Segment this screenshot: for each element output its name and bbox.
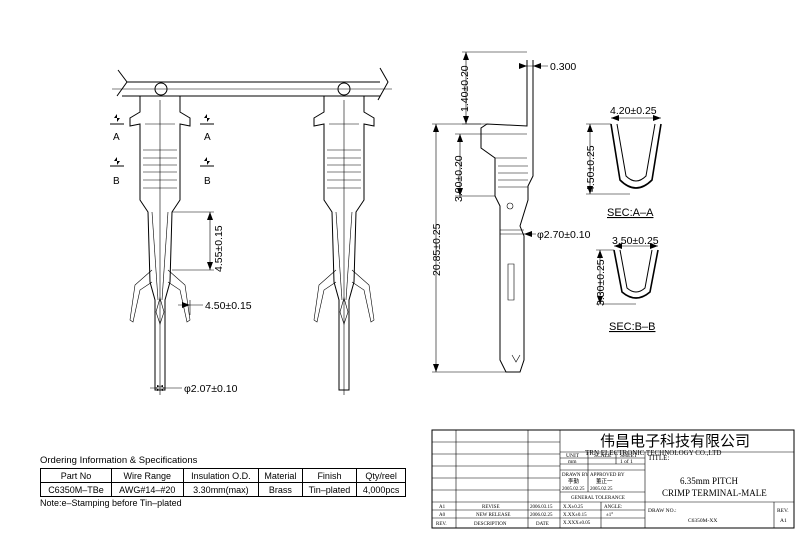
spec-header-insulation: Insulation O.D. [182, 468, 260, 483]
spec-header-row: Part No Wire Range Insulation O.D. Mater… [40, 468, 406, 483]
angle-label: ANGLE: [604, 505, 622, 510]
title-block: 伟昌电子科技有限公司 TRN ELECTRONIC TECHNOLOGY CO.… [431, 429, 795, 529]
rev-row-1-rev: A1 [439, 505, 446, 510]
company-en: TRN ELECTRONIC TECHNOLOGY CO.,LTD [585, 449, 721, 457]
approved-date: 2005.02.25 [590, 487, 613, 492]
scale-label: SCALE [594, 453, 612, 459]
ordering-spec: Ordering Information & Specifications Pa… [40, 455, 410, 508]
dim-2-70: φ2.70±0.10 [537, 229, 591, 241]
spec-table: Part No Wire Range Insulation O.D. Mater… [40, 468, 406, 497]
dim-20-85: 20.85±0.25 [431, 223, 443, 276]
dim-1-40: 1.40±0.20 [459, 65, 471, 112]
marker-a-right: A [204, 132, 211, 143]
section-b-label: SEC:B–B [609, 321, 655, 333]
rev-row-2-desc: NEW RELEASE [476, 513, 511, 518]
description-header: DESCRIPTION [474, 522, 507, 527]
date-header: DATE [536, 522, 549, 527]
marker-a-left: A [113, 132, 120, 143]
spec-header-wire-range: Wire Range [110, 468, 184, 483]
title-label: TITLE: [648, 454, 669, 462]
rev-row-1-date: 2006.03.15 [530, 505, 553, 510]
dim-3-30: 3.30±0.25 [595, 259, 607, 306]
rev-row-2-date: 2006.02.25 [530, 513, 553, 518]
dim-4-55: 4.55±0.15 [213, 225, 225, 272]
marker-b-left: B [113, 176, 120, 187]
unit-label: UNIT [566, 453, 580, 459]
dim-4-50-sec: 4.50±0.25 [585, 145, 597, 192]
dim-0-300: 0.300 [550, 61, 576, 73]
table-row: C6350M–TBe AWG#14–#20 3.30mm(max) Brass … [40, 482, 406, 497]
marker-b-right: B [204, 176, 211, 187]
spec-header-finish: Finish [301, 468, 358, 483]
drawn-date: 2005.02.25 [562, 487, 585, 492]
spec-wire-range: AWG#14–#20 [110, 482, 184, 497]
drawn-name: 李勤 [568, 477, 580, 485]
dim-4-20: 4.20±0.25 [610, 105, 657, 117]
side-view: 1.40±0.20 0.300 3.00±0.20 20.85±0.25 φ2.… [431, 51, 591, 373]
rev-value: A1 [780, 518, 787, 524]
spec-header-part-no: Part No [40, 468, 112, 483]
terminal-right [313, 96, 375, 395]
section-a-label: SEC:A–A [607, 207, 654, 219]
rev-row-1-desc: REVISE [482, 505, 500, 510]
spec-insulation: 3.30mm(max) [182, 482, 260, 497]
terminal-left [129, 96, 191, 395]
sheet-value: 1 of 1 [620, 458, 633, 465]
drawing-no-label: DRAW NO.: [648, 508, 677, 514]
company-cn: 伟昌电子科技有限公司 [600, 433, 750, 450]
dim-3-50: 3.50±0.25 [612, 235, 659, 247]
section-a: 4.20±0.25 4.50±0.25 SEC:A–A [585, 105, 662, 219]
spec-qty: 4,000pcs [356, 482, 406, 497]
spec-header-qty: Qty/reel [356, 468, 406, 483]
front-view: A A B B 4.55±0.15 4.50±0.15 φ2.07±0.10 [110, 67, 392, 395]
rev-label: REV. [777, 508, 789, 514]
approved-by-label: APPROVED BY [590, 473, 625, 478]
tolerance-3: X.XXX±0.05 [563, 521, 591, 526]
spec-note: Note:e–Stamping before Tin–plated [40, 498, 182, 508]
spec-material: Brass [258, 482, 303, 497]
tolerance-label: GENERAL TOLERANCE [571, 496, 625, 501]
title-line-1: 6.35mm PITCH [680, 476, 739, 486]
drawing-no: C6350M-XX [688, 518, 717, 524]
spec-part-no: C6350M–TBe [40, 482, 112, 497]
tolerance-1: X.X±0.25 [563, 505, 583, 510]
angle-value: ±1° [606, 513, 613, 518]
approved-name: 董正一 [596, 477, 613, 485]
dim-2-07: φ2.07±0.10 [184, 383, 238, 395]
rev-header: REV. [436, 522, 447, 527]
dim-3-00: 3.00±0.20 [453, 155, 465, 202]
unit-value: mm [568, 459, 577, 465]
tolerance-2: X.XX±0.15 [563, 513, 587, 518]
rev-row-2-rev: A0 [439, 513, 446, 518]
spec-title: Ordering Information & Specifications [40, 455, 198, 466]
dim-4-50: 4.50±0.15 [205, 300, 252, 312]
spec-finish: Tin–plated [301, 482, 358, 497]
drawn-by-label: DRAWN BY [562, 473, 589, 478]
title-line-2: CRIMP TERMINAL-MALE [662, 488, 767, 498]
section-b: 3.50±0.25 3.30±0.25 SEC:B–B [595, 235, 659, 333]
spec-header-material: Material [258, 468, 303, 483]
sheet-label: SHEET [620, 453, 638, 459]
